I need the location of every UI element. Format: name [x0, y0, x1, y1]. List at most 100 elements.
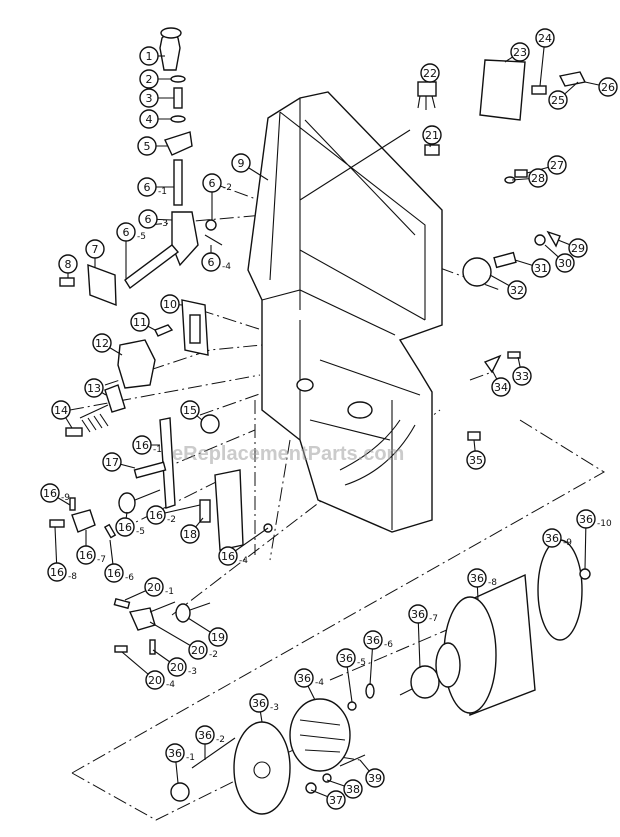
callout-number: 6 [145, 213, 152, 226]
callout-35: 35 [466, 439, 486, 470]
callout-circle [576, 509, 596, 529]
callout-8: 8 [58, 254, 78, 278]
callout-number: 16 [221, 550, 235, 563]
callout-number: 16 [118, 521, 132, 534]
callout-circle [130, 312, 150, 332]
callout-16-6: 16-6 [104, 539, 134, 583]
callout-2: 2 [139, 69, 171, 89]
callout-number: 14 [54, 404, 68, 417]
callout-number: 8 [65, 258, 72, 271]
callout-36-9: 36 -9 [542, 528, 572, 548]
callout-number: 7 [92, 243, 99, 256]
callout-32: 32 [489, 274, 527, 300]
callout-16-7: 16-7 [76, 530, 106, 565]
lower-guide-parts [113, 597, 211, 655]
callout-25: 25 [548, 81, 579, 110]
callout-circle [202, 173, 222, 193]
callout-circle [51, 400, 71, 420]
callout-number: 32 [510, 284, 524, 297]
callout-number: 36 [545, 532, 559, 545]
callout-number: 34 [494, 381, 508, 394]
callout-36-6: 36-6 [363, 630, 393, 686]
callout-circle [336, 648, 356, 668]
callout-suffix: -1 [158, 187, 167, 197]
callout-circle [137, 136, 157, 156]
callout-suffix: -9 [563, 538, 572, 548]
callout-circle [598, 77, 618, 97]
callout-circle [510, 42, 530, 62]
callout-number: 36 [168, 747, 182, 760]
callout-number: 21 [425, 129, 439, 142]
callout-36-5: 36-5 [336, 648, 366, 703]
callout-number: 3 [146, 92, 153, 105]
callout-number: 36 [297, 672, 311, 685]
callout-circle [146, 505, 166, 525]
callout-circle [466, 450, 486, 470]
callout-circle [104, 563, 124, 583]
callout-number: 16 [50, 566, 64, 579]
callout-36-8: 36-8 [467, 568, 497, 601]
callout-20-3: 20-3 [152, 649, 197, 677]
callout-number: 36 [579, 513, 593, 526]
callout-number: 36 [411, 608, 425, 621]
callout-24: 24 [535, 28, 555, 87]
callout-circle [138, 209, 158, 229]
callout-suffix: -4 [222, 262, 231, 272]
callout-number: 16 [79, 549, 93, 562]
callout-3: 3 [139, 88, 174, 108]
callout-suffix: -6 [125, 573, 134, 583]
callout-suffix: -6 [384, 640, 393, 650]
callout-suffix: -2 [223, 183, 232, 193]
callout-number: 6 [123, 226, 130, 239]
callout-suffix: -5 [136, 527, 145, 537]
callout-number: 24 [538, 32, 552, 45]
callout-number: 31 [534, 262, 548, 275]
callout-34: 34 [491, 369, 511, 397]
blade-guide-parts [49, 417, 273, 551]
callout-circle [365, 768, 385, 788]
callout-circle [102, 452, 122, 472]
callout-number: 20 [147, 581, 161, 594]
callout-39: 39 [359, 759, 385, 788]
callout-circle [85, 239, 105, 259]
callout-circle [531, 258, 551, 278]
callout-circle [249, 693, 269, 713]
callout-circle [188, 640, 208, 660]
callout-36-7: 36-7 [408, 604, 438, 669]
callout-circle [165, 743, 185, 763]
callout-19: 19 [187, 617, 228, 647]
callout-37: 37 [310, 789, 346, 810]
callout-16-8: 16 -8 [47, 526, 77, 582]
callout-number: 20 [148, 674, 162, 687]
callout-circle [76, 545, 96, 565]
callout-9: 9 [231, 153, 269, 181]
callout-circle [40, 483, 60, 503]
callout-15: 15 [180, 400, 203, 421]
callout-number: 37 [329, 794, 343, 807]
callout-number: 16 [149, 509, 163, 522]
callout-number: 36 [470, 572, 484, 585]
callout-number: 1 [146, 50, 153, 63]
callout-suffix: -8 [68, 572, 77, 582]
callout-circle [568, 238, 588, 258]
callout-circle [231, 153, 251, 173]
callout-circle [137, 177, 157, 197]
callout-number: 27 [550, 159, 564, 172]
callout-circle [145, 670, 165, 690]
callout-20-1: 20-1 [124, 577, 174, 601]
callout-number: 36 [198, 729, 212, 742]
callout-16-4: 16-4 [218, 527, 269, 566]
callout-number: 29 [571, 242, 585, 255]
callout-36-3: 36-3 [249, 693, 279, 723]
callout-circle [208, 627, 228, 647]
callout-number: 25 [551, 94, 565, 107]
callout-number: 2 [146, 73, 153, 86]
callout-circle [542, 528, 562, 548]
callout-suffix: -5 [357, 658, 366, 668]
callout-36-4: 36-4 [294, 668, 324, 701]
callout-number: 35 [469, 454, 483, 467]
callout-circle [547, 155, 567, 175]
